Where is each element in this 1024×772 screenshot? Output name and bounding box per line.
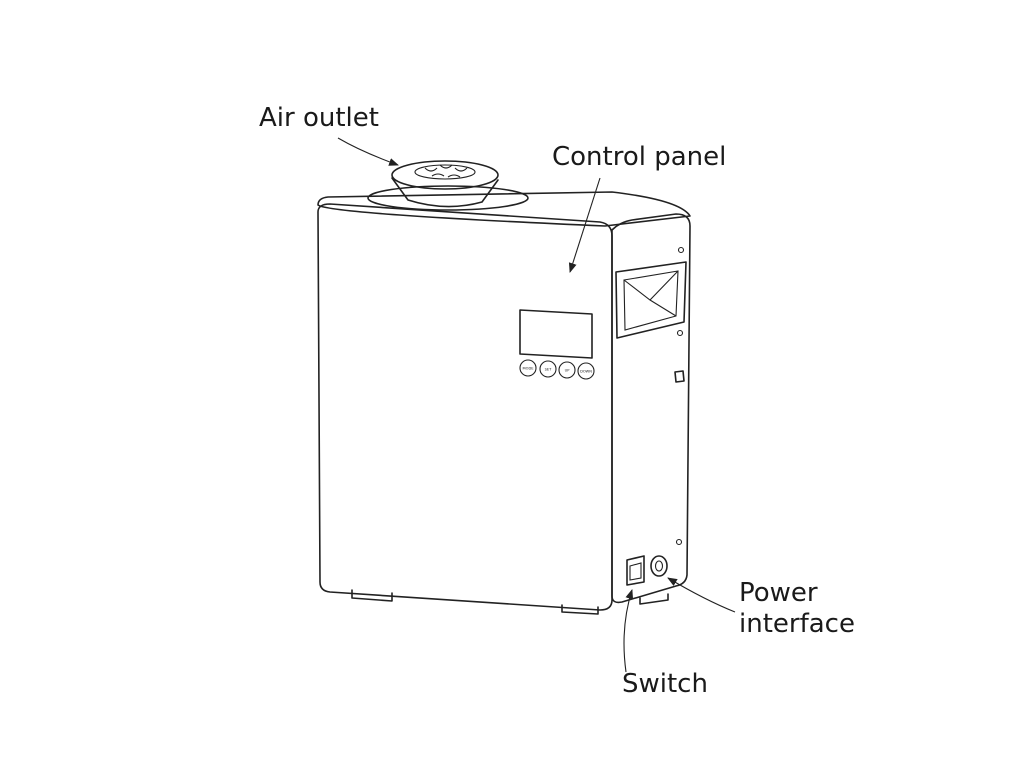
label-switch: Switch (622, 669, 708, 699)
air-outlet-cap (391, 160, 499, 190)
front-right-foot (561, 604, 599, 615)
display-screen (519, 309, 593, 359)
side-handle-recess (615, 261, 687, 339)
leader-air-outlet (337, 137, 399, 166)
back-right-foot (639, 593, 669, 605)
side-knob (674, 370, 685, 383)
power-switch[interactable] (626, 555, 645, 586)
label-power-interface-line1: Power (739, 578, 818, 608)
button-mode-label: MODE (523, 367, 535, 371)
button-down[interactable]: DOWN (577, 362, 595, 380)
front-left-foot (351, 589, 393, 602)
power-interface-jack[interactable] (650, 555, 668, 577)
label-air-outlet: Air outlet (259, 103, 379, 133)
power-interface-jack-inner (654, 560, 664, 572)
label-control-panel: Control panel (552, 142, 727, 172)
device-side-face (611, 213, 691, 604)
side-screw-mid (676, 329, 684, 337)
air-outlet-vents (424, 164, 468, 178)
button-up[interactable]: UP (558, 361, 576, 379)
button-mode[interactable]: MODE (519, 359, 537, 377)
air-outlet-body (391, 177, 499, 208)
leader-switch (623, 589, 634, 673)
button-down-label: DOWN (580, 370, 592, 374)
air-outlet-cap-inner (414, 164, 476, 180)
leader-power-interface (667, 577, 736, 613)
leader-control-panel (568, 177, 601, 273)
device-top-face (317, 191, 691, 227)
air-outlet-base-ring (367, 185, 529, 211)
device-front-face (317, 203, 613, 611)
label-power-interface-line2: interface (739, 609, 855, 639)
side-screw-bottom (675, 538, 683, 546)
button-set[interactable]: SET (539, 360, 557, 378)
side-screw-top (677, 246, 685, 254)
button-set-label: SET (545, 368, 553, 372)
power-switch-rocker (629, 562, 642, 581)
side-handle-inner (623, 270, 679, 331)
button-up-label: UP (565, 369, 571, 373)
